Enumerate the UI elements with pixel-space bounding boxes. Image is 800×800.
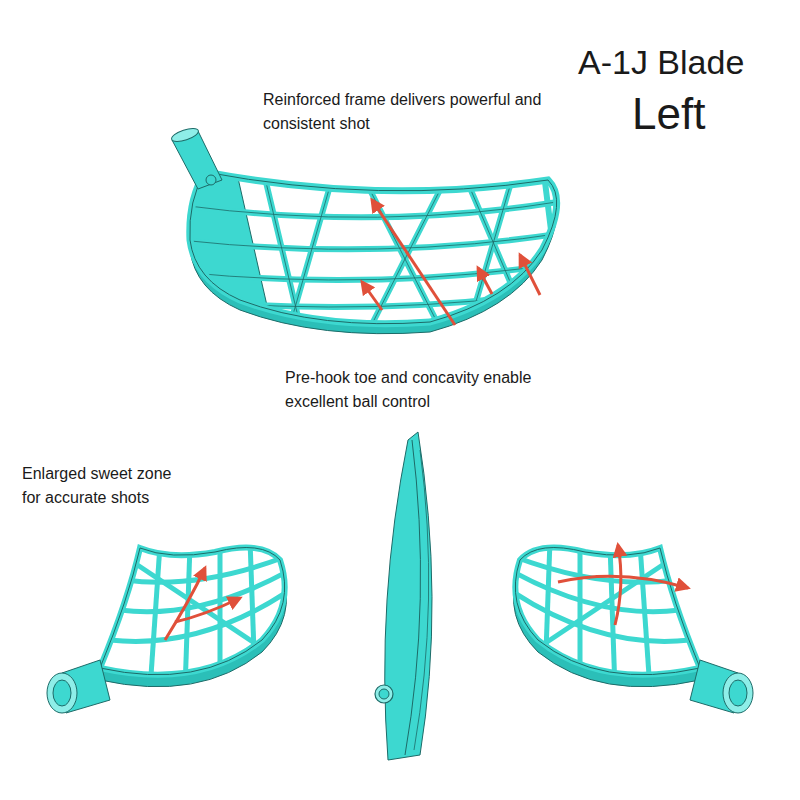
blade-side-profile [375, 432, 432, 760]
feature-note: Pre-hook toe and concavity enable excell… [285, 366, 565, 414]
blade-perspective-view [47, 540, 290, 713]
blade-perspective-view-mirrored [510, 540, 753, 713]
title: A-1J Blade [578, 42, 744, 83]
feature-note: Reinforced frame delivers powerful and c… [263, 88, 548, 136]
blade-front-view [170, 126, 570, 334]
feature-note: Enlarged sweet zone for accurate shots [22, 462, 187, 510]
sweet-zone-arrows [165, 545, 688, 640]
side-label: Left [632, 88, 705, 141]
